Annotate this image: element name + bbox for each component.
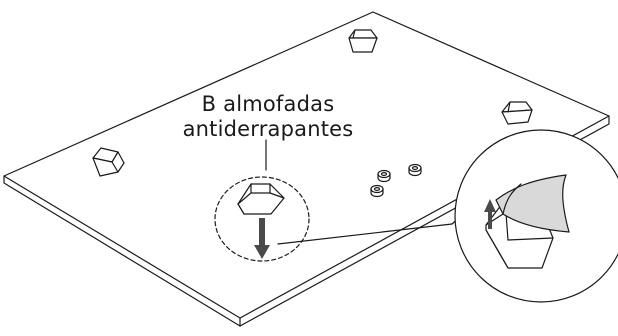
round-foot: [377, 169, 391, 183]
pad-right: [501, 101, 533, 125]
down-arrow: [254, 218, 270, 259]
callout-label-line-1: B almofadas: [201, 92, 335, 116]
pad-highlighted: [237, 183, 285, 215]
up-arrow: [484, 199, 496, 229]
board-panel: [3, 11, 610, 327]
board-edge-front: [3, 175, 241, 327]
adhesive-backing: [495, 174, 570, 233]
highlight-circle-dashed: [214, 176, 310, 262]
board-edge-right: [239, 115, 610, 327]
callout-label-line-2: antiderrapantes: [182, 117, 354, 141]
connector-line: [277, 223, 453, 245]
small-round-feet: [370, 163, 422, 198]
pad-left: [92, 147, 125, 177]
pad-top: [348, 29, 378, 53]
pad-detail: [485, 174, 570, 269]
round-foot: [408, 163, 422, 177]
round-foot: [370, 184, 384, 198]
